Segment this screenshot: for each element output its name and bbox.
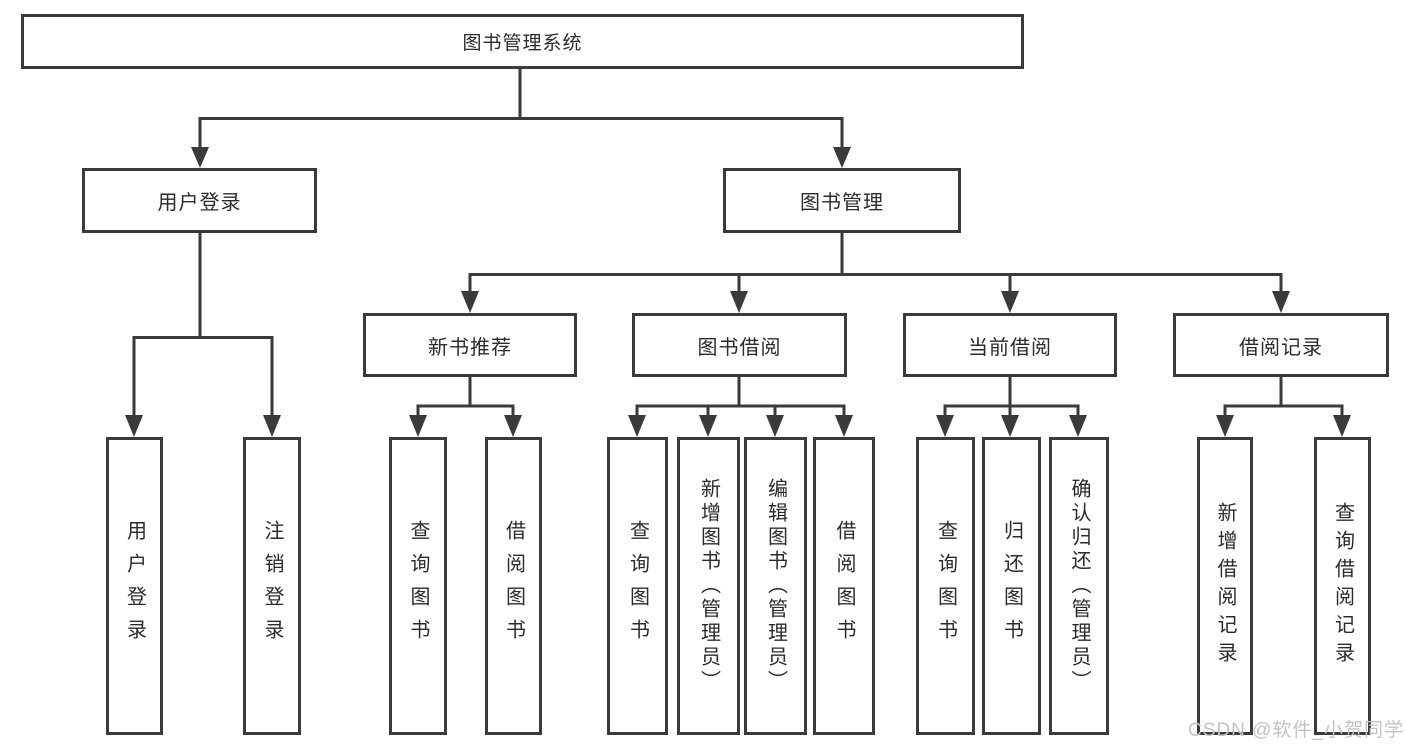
leaf-bb-edit-books-admin-label: 编辑图书（管理员） — [764, 478, 787, 694]
node-current-borrow: 当前借阅 — [903, 313, 1117, 377]
leaf-bb-borrow-books-label: 借阅图书 — [833, 520, 855, 652]
connector-new-book-recommend-children — [409, 377, 522, 437]
leaf-cb-query-books-label: 查询图书 — [934, 520, 957, 652]
leaf-bb-add-books-admin: 新增图书（管理员） — [677, 437, 740, 735]
leaf-user-login: 用户登录 — [106, 437, 163, 735]
node-borrow-records-label: 借阅记录 — [1239, 336, 1323, 359]
leaf-br-query-record: 查询借阅记录 — [1314, 437, 1371, 735]
leaf-nb-query-books-label: 查询图书 — [407, 520, 429, 652]
leaf-user-login-label: 用户登录 — [123, 520, 146, 652]
node-root: 图书管理系统 — [21, 14, 1024, 69]
leaf-cb-confirm-return-admin: 确认归还（管理员） — [1049, 437, 1109, 735]
node-book-management-label: 图书管理 — [800, 192, 884, 214]
leaf-bb-query-books-label: 查询图书 — [626, 520, 649, 652]
node-book-borrow: 图书借阅 — [632, 313, 847, 377]
leaf-nb-borrow-books-label: 借阅图书 — [502, 520, 525, 652]
node-new-book-recommend-label: 新书推荐 — [428, 336, 512, 359]
leaf-logout-label: 注销登录 — [261, 520, 283, 652]
connector-book-borrow-children — [628, 377, 853, 437]
node-book-management: 图书管理 — [723, 168, 961, 233]
leaf-br-add-record: 新增借阅记录 — [1197, 437, 1253, 735]
leaf-nb-borrow-books: 借阅图书 — [485, 437, 542, 735]
connector-root-to-level2 — [191, 69, 851, 168]
leaf-logout: 注销登录 — [243, 437, 301, 735]
leaf-bb-add-books-admin-label: 新增图书（管理员） — [697, 478, 720, 694]
connector-book-management-children — [461, 233, 1290, 313]
connector-user-login-children — [125, 233, 281, 437]
watermark: CSDN @软件_小贺同学 — [1188, 720, 1404, 741]
leaf-bb-edit-books-admin: 编辑图书（管理员） — [744, 437, 807, 735]
node-user-login: 用户登录 — [82, 168, 317, 233]
leaf-nb-query-books: 查询图书 — [389, 437, 447, 735]
node-new-book-recommend: 新书推荐 — [363, 313, 577, 377]
node-current-borrow-label: 当前借阅 — [968, 336, 1052, 359]
connector-current-borrow-children — [936, 377, 1087, 437]
node-user-login-label: 用户登录 — [157, 192, 242, 214]
leaf-cb-query-books: 查询图书 — [916, 437, 975, 735]
connector-borrow-records-children — [1216, 377, 1351, 437]
leaf-cb-return-books-label: 归还图书 — [1000, 520, 1023, 652]
leaf-br-add-record-label: 新增借阅记录 — [1214, 502, 1236, 670]
leaf-cb-return-books: 归还图书 — [982, 437, 1041, 735]
node-root-label: 图书管理系统 — [462, 33, 583, 54]
leaf-bb-borrow-books: 借阅图书 — [813, 437, 875, 735]
leaf-bb-query-books: 查询图书 — [607, 437, 668, 735]
leaf-br-query-record-label: 查询借阅记录 — [1331, 502, 1354, 670]
leaf-cb-confirm-return-admin-label: 确认归还（管理员） — [1068, 478, 1090, 694]
node-borrow-records: 借阅记录 — [1173, 313, 1389, 377]
node-book-borrow-label: 图书借阅 — [697, 336, 782, 359]
